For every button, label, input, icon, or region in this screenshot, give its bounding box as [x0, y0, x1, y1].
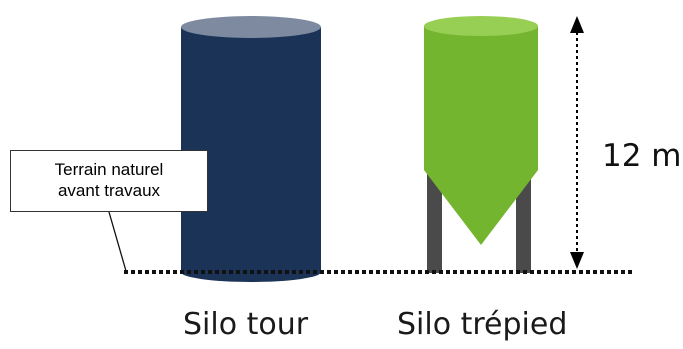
- silo-tower: [181, 16, 321, 282]
- height-label: 12 m: [602, 138, 682, 174]
- terrain-callout-line1: Terrain naturel: [54, 160, 164, 179]
- height-dimension: [570, 16, 584, 269]
- silo-tripod-leg-right: [516, 168, 531, 273]
- terrain-callout: Terrain naturel avant travaux: [10, 150, 208, 212]
- silo-tower-top: [181, 16, 321, 38]
- arrow-head-down: [570, 252, 584, 269]
- silo-tripod: [424, 16, 538, 273]
- silo-tower-label: Silo tour: [183, 307, 309, 342]
- silo-tripod-body: [424, 26, 538, 245]
- silo-tripod-leg-left: [427, 168, 442, 273]
- silo-tripod-label: Silo trépied: [397, 307, 568, 342]
- callout-leader: [108, 211, 127, 272]
- terrain-callout-line2: avant travaux: [57, 181, 161, 200]
- silo-tripod-top: [424, 16, 538, 36]
- silo-tower-body: [181, 27, 321, 272]
- arrow-head-up: [570, 16, 584, 33]
